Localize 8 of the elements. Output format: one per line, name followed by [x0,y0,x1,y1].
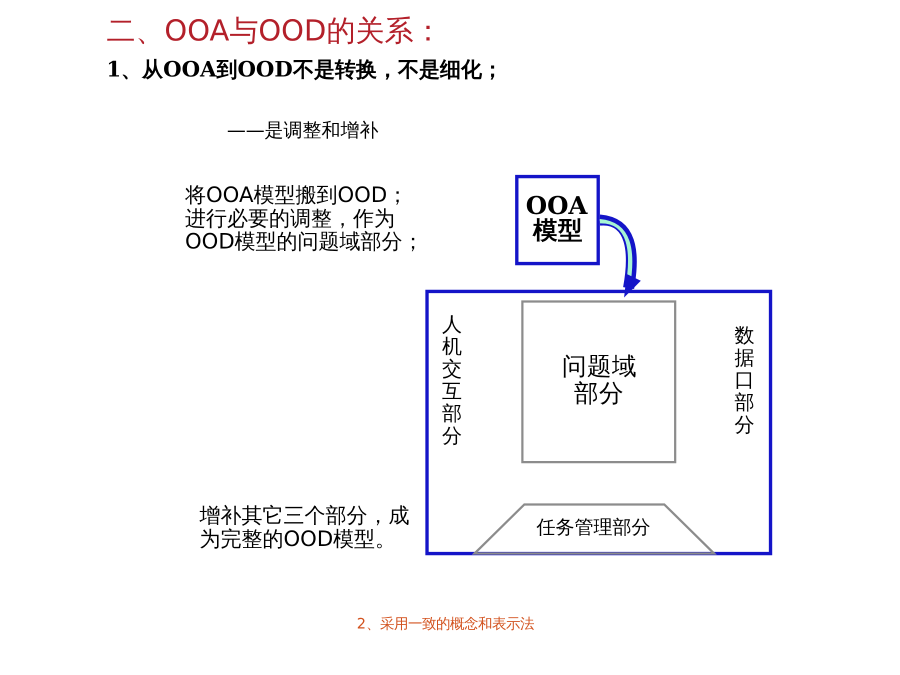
label: 2、采用一致的概念和表示法 [356,616,534,633]
diagram-title: 二、OOA与OOD的关系： [106,13,442,48]
label: 将OOA模型搬到OOD；进行必要的调整，作为OOD模型的问题域部分； [184,182,424,254]
node-text: 数据口部分 [734,323,754,436]
label: 增补其它三个部分，成为完整的OOD模型。 [199,502,410,551]
label: 1、从OOA到OOD不是转换，不是细化； [106,56,502,82]
label: ——是调整和增补 [226,120,378,142]
node-text: 人机交互部分 [442,312,462,448]
